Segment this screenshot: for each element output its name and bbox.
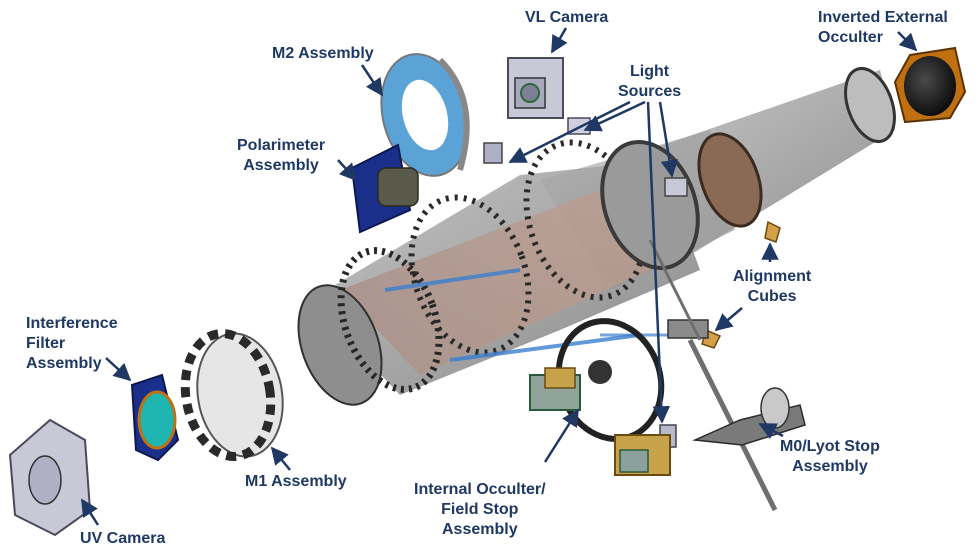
m2-assembly-part xyxy=(380,53,470,177)
alignment-cubes-part xyxy=(667,220,781,349)
m0-lyot-stop-part xyxy=(692,387,806,446)
label-light-sources: Light Sources xyxy=(618,63,682,100)
label-m2-assembly: M2 Assembly xyxy=(272,45,374,62)
main-telescope-tube xyxy=(297,67,896,406)
label-internal-occulter-field-stop-assembly: Internal Occulter/ Field Stop Assembly xyxy=(414,481,546,538)
label-m1-assembly: M1 Assembly xyxy=(245,473,347,490)
vl-camera-part xyxy=(507,57,591,135)
interference-filter-part xyxy=(130,373,180,462)
inverted-external-occulter-part xyxy=(893,46,967,124)
label-interference-filter-assembly: Interference Filter Assembly xyxy=(26,315,118,372)
m1-assembly-part xyxy=(180,329,284,461)
leader-arrows xyxy=(80,27,918,526)
uv-camera-part xyxy=(8,418,92,537)
label-uv-camera: UV Camera xyxy=(80,530,166,547)
internal-occulter-part xyxy=(529,318,671,476)
label-alignment-cubes: Alignment Cubes xyxy=(733,268,812,305)
label-m0-lyot-stop-assembly: M0/Lyot Stop Assembly xyxy=(780,438,880,475)
label-inverted-external-occulter: Inverted External Occulter xyxy=(818,9,948,46)
polarimeter-assembly-part xyxy=(350,143,419,234)
label-vl-camera: VL Camera xyxy=(525,9,609,26)
label-polarimeter-assembly: Polarimeter Assembly xyxy=(237,137,326,174)
